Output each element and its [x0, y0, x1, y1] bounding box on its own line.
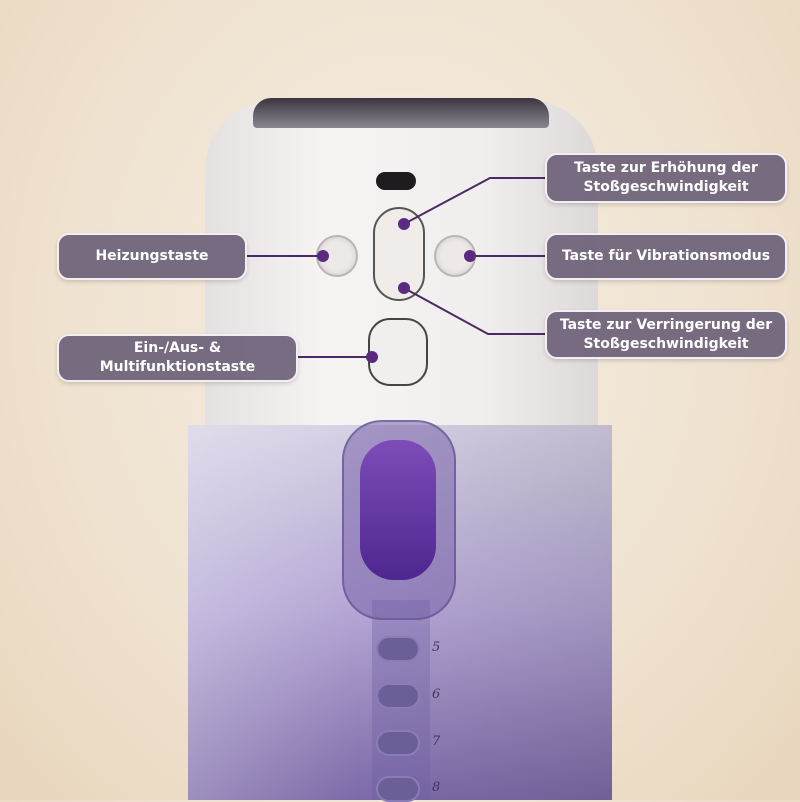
scale-hole	[376, 636, 420, 662]
callout-vibration-mode: Taste für Vibrationsmodus	[545, 233, 787, 280]
scale-mark: 6	[432, 687, 441, 702]
scale-mark: 5	[432, 640, 441, 655]
marker-dot	[398, 282, 410, 294]
marker-dot	[464, 250, 476, 262]
marker-dot	[317, 250, 329, 262]
callout-heating: Heizungstaste	[57, 233, 247, 280]
scale-mark: 7	[432, 734, 441, 749]
marker-dot	[398, 218, 410, 230]
leader-line-increase	[403, 177, 545, 225]
scale-hole	[376, 730, 420, 756]
leader-line-decrease	[403, 287, 545, 335]
slider-knob[interactable]	[360, 440, 436, 580]
scale-hole	[376, 683, 420, 709]
device-cap	[253, 98, 549, 128]
indicator-slot	[376, 172, 416, 190]
callout-power: Ein-/Aus- & Multifunktionstaste	[57, 334, 298, 382]
marker-dot	[366, 351, 378, 363]
callout-increase-speed: Taste zur Erhöhung der Stoßgeschwindigke…	[545, 153, 787, 203]
callout-decrease-speed: Taste zur Verringerung der Stoßgeschwind…	[545, 310, 787, 359]
scale-mark: 8	[432, 780, 441, 795]
